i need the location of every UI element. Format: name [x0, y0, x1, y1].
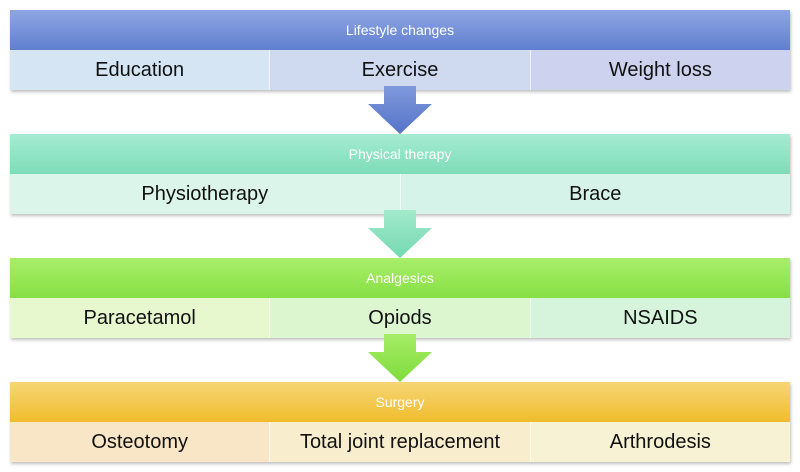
- item-brace: Brace: [399, 174, 790, 214]
- item-education: Education: [10, 50, 270, 90]
- stage-analgesics: Analgesics Paracetamol Opiods NSAIDS: [10, 258, 790, 338]
- item-exercise: Exercise: [269, 50, 530, 90]
- item-nsaids: NSAIDS: [529, 298, 790, 338]
- down-arrow-icon: [368, 86, 432, 134]
- stage-title: Physical therapy: [10, 134, 790, 174]
- item-weight-loss: Weight loss: [529, 50, 790, 90]
- stage-items: Education Exercise Weight loss: [10, 50, 790, 90]
- item-opiods: Opiods: [269, 298, 530, 338]
- stage-items: Osteotomy Total joint replacement Arthro…: [10, 422, 790, 462]
- item-total-joint-replacement: Total joint replacement: [269, 422, 530, 462]
- item-arthrodesis: Arthrodesis: [529, 422, 790, 462]
- stage-lifestyle-changes: Lifestyle changes Education Exercise Wei…: [10, 10, 790, 90]
- stage-items: Paracetamol Opiods NSAIDS: [10, 298, 790, 338]
- stage-title: Surgery: [10, 382, 790, 422]
- item-paracetamol: Paracetamol: [10, 298, 270, 338]
- stage-title: Lifestyle changes: [10, 10, 790, 50]
- stage-title: Analgesics: [10, 258, 790, 298]
- stage-physical-therapy: Physical therapy Physiotherapy Brace: [10, 134, 790, 214]
- down-arrow-icon: [368, 334, 432, 382]
- down-arrow-icon: [368, 210, 432, 258]
- item-physiotherapy: Physiotherapy: [10, 174, 400, 214]
- stage-surgery: Surgery Osteotomy Total joint replacemen…: [10, 382, 790, 462]
- item-osteotomy: Osteotomy: [10, 422, 270, 462]
- stage-items: Physiotherapy Brace: [10, 174, 790, 214]
